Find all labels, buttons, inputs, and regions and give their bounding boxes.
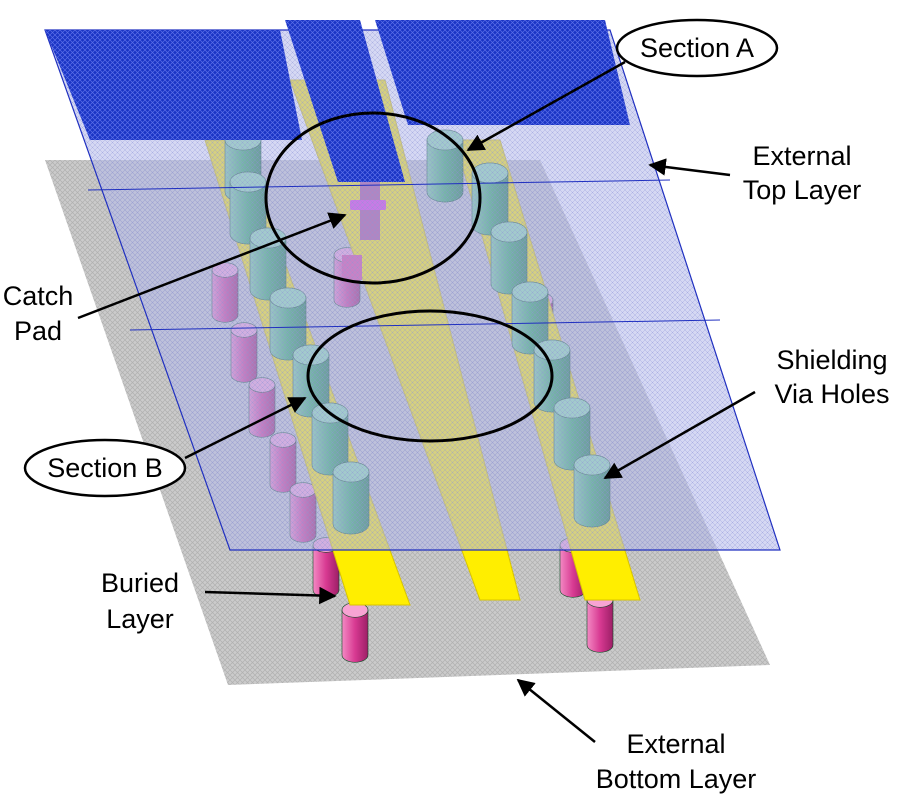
top-metal-left [45, 30, 302, 140]
label-external-top-2: Top Layer [743, 175, 862, 205]
lower-via-7 [341, 602, 369, 663]
arrow-section-b [184, 396, 307, 460]
arrow-section-a [466, 60, 626, 152]
label-external-bottom-2: Bottom Layer [596, 764, 757, 794]
top-metal-right [375, 20, 630, 125]
label-catch-pad-2: Pad [14, 316, 62, 346]
label-section-a: Section A [640, 33, 754, 63]
section-a-oval [615, 18, 779, 78]
label-shielding-2: Via Holes [774, 379, 889, 409]
label-buried-2: Layer [106, 604, 174, 634]
top-metal [45, 20, 630, 182]
label-shielding-1: Shielding [776, 345, 887, 375]
pointer-arrows [77, 60, 756, 743]
label-external-top-1: External [752, 141, 851, 171]
arrow-external-bottom [516, 678, 596, 743]
section-b-circle [306, 309, 554, 443]
section-a-circle [264, 111, 482, 285]
arrow-external-top [648, 158, 731, 177]
arrow-buried [204, 586, 337, 605]
label-buried-1: Buried [101, 568, 179, 598]
section-b-oval [23, 438, 187, 498]
label-section-b: Section B [47, 453, 163, 483]
top-metal-center [285, 20, 405, 182]
label-external-bottom-1: External [626, 729, 725, 759]
lower-via-12 [586, 592, 614, 653]
label-catch-pad-1: Catch [3, 281, 74, 311]
arrow-shielding [603, 390, 756, 480]
arrow-catch-pad [77, 212, 347, 320]
